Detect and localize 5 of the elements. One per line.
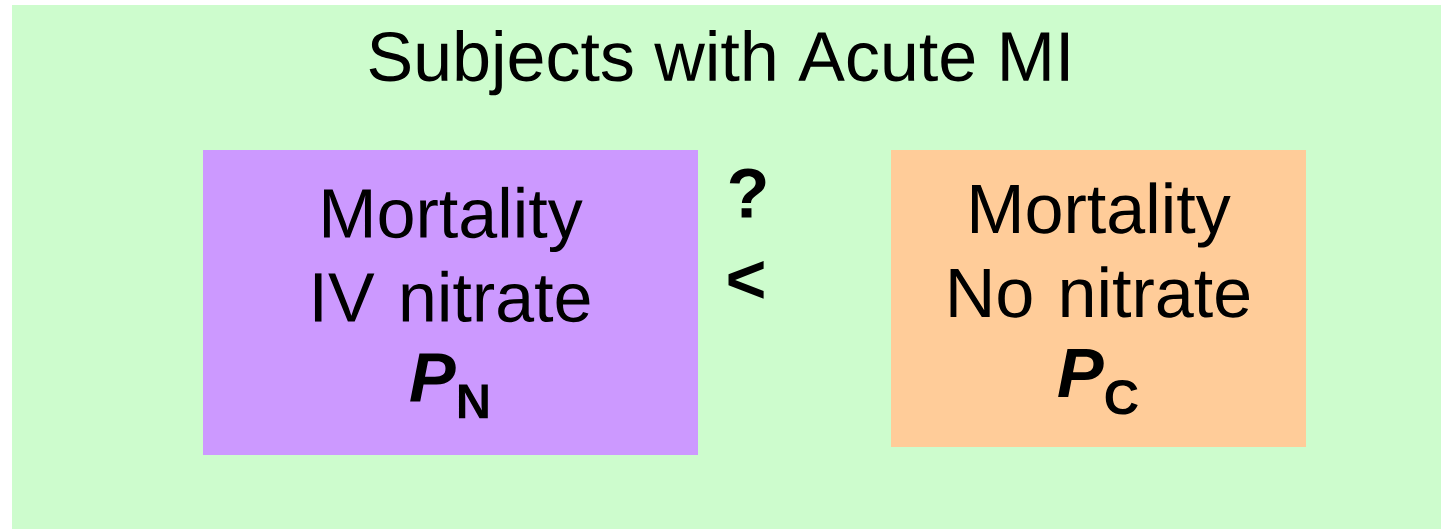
result-box: Mortality No nitrate P$_{C}$	[891, 150, 1306, 447]
symbol: ?	[729, 168, 766, 218]
heading: Subjects with Acute MI	[369, 30, 1068, 96]
result-box: Mortality IV nitrate P$_{N}$	[203, 150, 698, 455]
symbol: <	[728, 261, 764, 299]
